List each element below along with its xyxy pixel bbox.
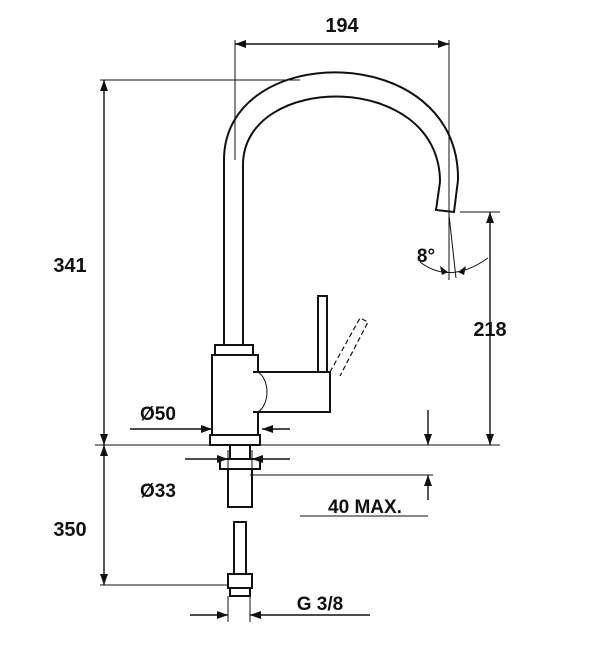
label-spout-height: 218 bbox=[473, 319, 506, 341]
spout bbox=[223, 71, 460, 350]
label-hole-diameter: Ø33 bbox=[140, 481, 176, 502]
dimension-hose-length: 350 bbox=[53, 445, 228, 586]
dimension-spout-height: 218 bbox=[460, 211, 507, 445]
label-connection-thread: G 3/8 bbox=[297, 594, 343, 615]
lever-handle bbox=[317, 295, 369, 377]
label-spout-angle: 8° bbox=[417, 246, 435, 267]
dimension-base-diameter: Ø50 bbox=[130, 404, 290, 433]
mounting-shank bbox=[219, 444, 261, 597]
dimension-total-height: 341 bbox=[53, 79, 300, 445]
label-max-counter-thickness: 40 MAX. bbox=[328, 497, 402, 518]
dimension-spout-reach: 194 bbox=[234, 15, 450, 215]
dimension-spout-angle: 8° bbox=[417, 214, 489, 280]
label-spout-reach: 194 bbox=[325, 15, 359, 37]
dimension-max-counter-thickness: 40 MAX. bbox=[250, 410, 433, 518]
label-total-height: 341 bbox=[53, 255, 86, 277]
dimension-connection-thread: G 3/8 bbox=[190, 594, 370, 622]
dimension-hole-diameter: Ø33 bbox=[140, 450, 290, 502]
label-base-diameter: Ø50 bbox=[140, 404, 176, 425]
label-hose-length: 350 bbox=[53, 519, 86, 541]
